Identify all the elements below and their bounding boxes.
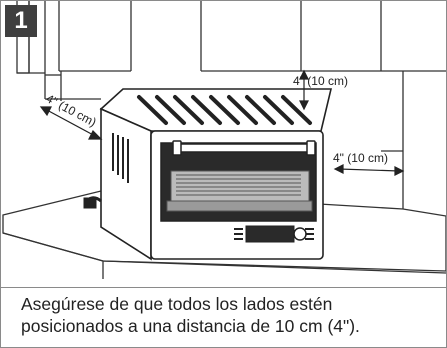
top-vents bbox=[137, 95, 312, 125]
top-clearance-label: 4" (10 cm) bbox=[293, 74, 348, 88]
instruction-caption: Asegúrese de que todos los lados estén p… bbox=[21, 293, 441, 337]
side-clearance-label: 4" (10 cm) bbox=[333, 151, 388, 165]
caption-line-2: posicionados a una distancia de 10 cm (4… bbox=[21, 316, 360, 336]
top-clearance-arrow bbox=[299, 69, 309, 111]
door-handle bbox=[172, 140, 316, 156]
control-panel bbox=[234, 225, 314, 243]
caption-divider bbox=[1, 287, 446, 288]
step-number-badge: 1 bbox=[5, 5, 37, 37]
caption-line-1: Asegúrese de que todos los lados estén bbox=[21, 294, 333, 314]
back-clearance-arrow bbox=[39, 106, 103, 140]
wall-tiles bbox=[16, 1, 446, 231]
side-vents bbox=[112, 133, 129, 183]
side-clearance-arrow bbox=[333, 164, 405, 176]
oven-clearance-illustration: 4" (10 cm) 4" (10 cm) 4" (10 cm) bbox=[2, 1, 446, 279]
power-cord bbox=[83, 196, 102, 209]
oven-window bbox=[160, 142, 317, 222]
